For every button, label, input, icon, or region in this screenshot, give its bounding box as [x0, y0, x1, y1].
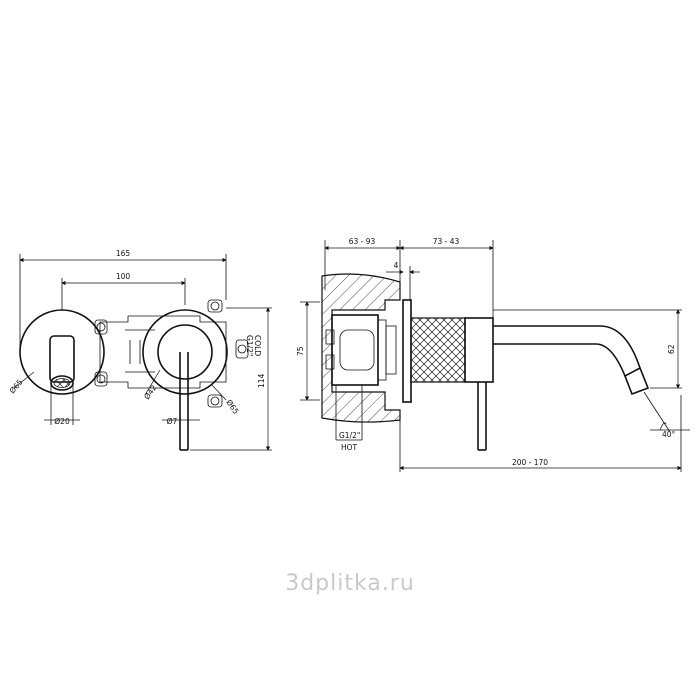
label-cold-thread: G1/2"	[245, 335, 254, 356]
dim-label-dia20: Ø20	[54, 417, 70, 426]
concealed-valve-section	[325, 314, 397, 386]
dim-label-75: 75	[296, 346, 305, 356]
dim-label-100: 100	[116, 272, 131, 281]
dim-label-63-93: 63 - 93	[349, 237, 376, 246]
dim-label-114: 114	[257, 373, 266, 388]
watermark: 3dplitka.ru	[285, 571, 415, 596]
front-view: 165 100 Ø65 Ø20	[8, 249, 272, 451]
spout-body	[49, 335, 75, 383]
dim-label-40deg: 40°	[662, 430, 676, 439]
wall-section-hatch	[321, 273, 401, 423]
spout-tip	[623, 366, 650, 396]
mixer-cover-plate	[142, 309, 228, 395]
dim-label-dia42: Ø42	[142, 383, 158, 401]
spout-bottom-edge	[493, 343, 626, 377]
dim-label-165: 165	[116, 249, 131, 258]
dim-label-200-170: 200 - 170	[512, 458, 548, 467]
knurled-body	[410, 317, 466, 383]
label-cold: COLD	[253, 335, 262, 356]
dim-label-62: 62	[667, 344, 676, 354]
mixer-handle-base	[157, 324, 213, 380]
side-view: 63 - 93 73 - 43 4 75	[296, 237, 690, 472]
dim-label-dia7: Ø7	[167, 417, 178, 426]
dim-label-dia65-right: Ø65	[224, 398, 240, 416]
wall-plate	[402, 299, 412, 403]
spout-top-edge	[493, 325, 641, 369]
dim-label-dia65-left: Ø65	[8, 377, 25, 395]
spout-collar	[464, 317, 494, 383]
label-hot: HOT	[341, 443, 358, 452]
concealed-body-outline	[94, 299, 249, 408]
dim-label-73-43: 73 - 43	[433, 237, 460, 246]
spout-cover-plate	[19, 309, 105, 395]
dim-label-4: 4	[394, 261, 399, 270]
label-hot-thread: G1/2"	[339, 431, 360, 440]
